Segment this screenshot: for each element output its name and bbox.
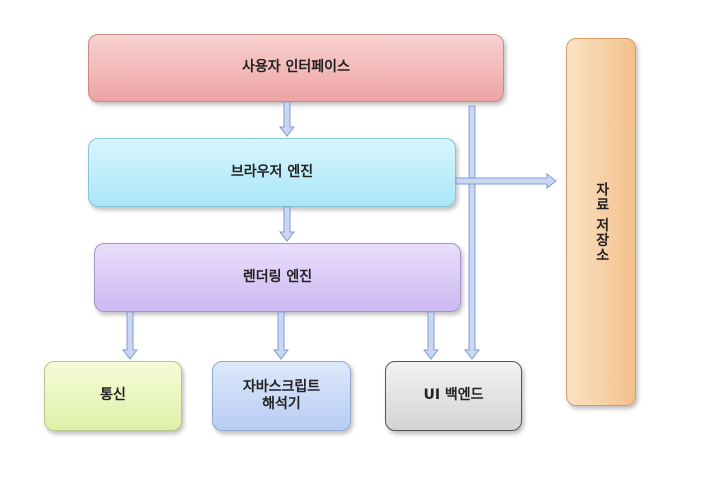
networking-label: 통신	[100, 387, 126, 404]
arrow-rendering-to-ui-backend	[422, 311, 440, 360]
ui-backend-label: UI 백엔드	[423, 387, 484, 404]
arrow-ui-to-ui-backend	[463, 105, 481, 360]
arrow-rendering-to-js-interpreter	[272, 311, 290, 360]
arrow-browser-to-rendering-engine	[278, 206, 296, 242]
js-interpreter-label: 자바스크립트 해석기	[242, 378, 321, 413]
rendering-engine-label: 렌더링 엔진	[242, 268, 313, 285]
networking-box: 통신	[44, 361, 182, 431]
data-storage-box: 자료 저장소	[566, 38, 636, 406]
browser-engine-box: 브라우저 엔진	[88, 138, 456, 207]
user-interface-box: 사용자 인터페이스	[88, 34, 504, 102]
ui-backend-box: UI 백엔드	[385, 361, 522, 431]
js-interpreter-box: 자바스크립트 해석기	[212, 361, 351, 431]
user-interface-label: 사용자 인터페이스	[242, 59, 350, 76]
arrow-to-data-storage	[455, 172, 557, 190]
rendering-engine-box: 렌더링 엔진	[94, 243, 461, 312]
arrow-ui-to-browser-engine	[278, 101, 296, 137]
arrow-rendering-to-networking	[121, 311, 139, 360]
data-storage-label: 자료 저장소	[593, 181, 610, 263]
browser-engine-label: 브라우저 엔진	[230, 163, 314, 180]
